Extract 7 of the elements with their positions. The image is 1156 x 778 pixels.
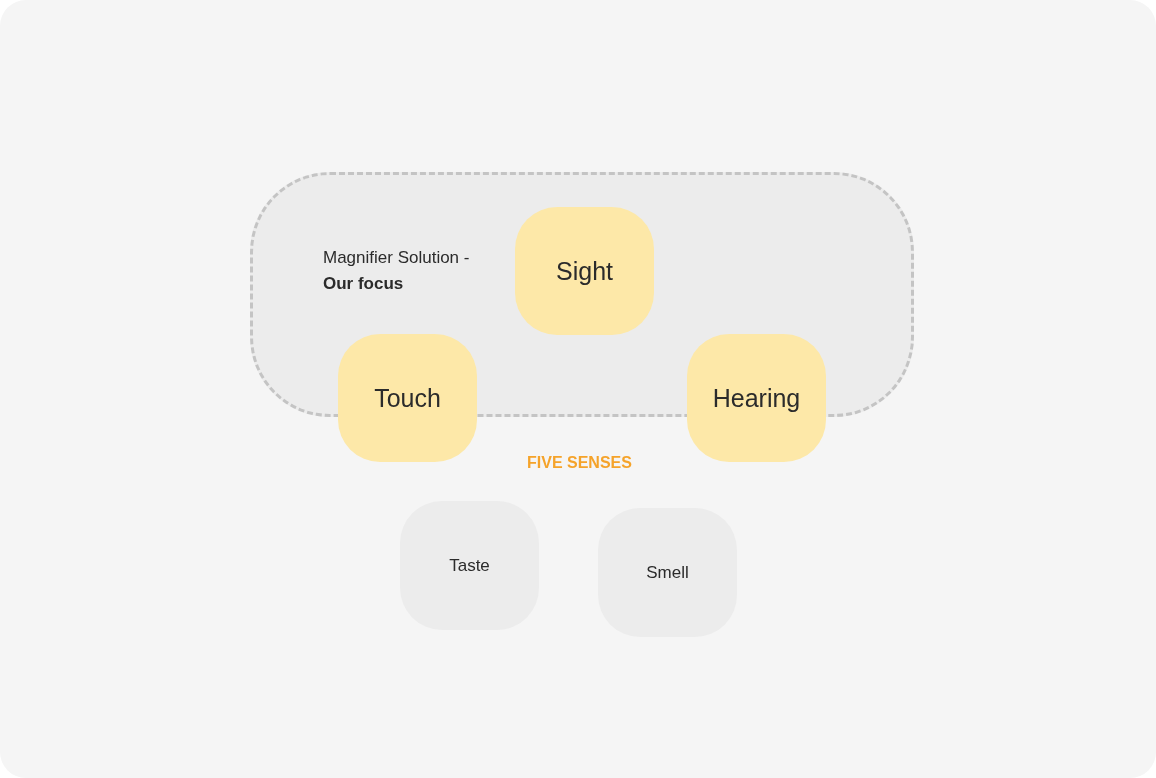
section-label: FIVE SENSES [527, 454, 632, 472]
region-label: Magnifier Solution - Our focus [323, 247, 471, 295]
sense-card: Touch [338, 334, 477, 462]
sense-card: Hearing [687, 334, 826, 462]
sense-card: Taste [400, 501, 539, 630]
sense-card: Smell [598, 508, 737, 637]
sense-card: Sight [515, 207, 654, 335]
